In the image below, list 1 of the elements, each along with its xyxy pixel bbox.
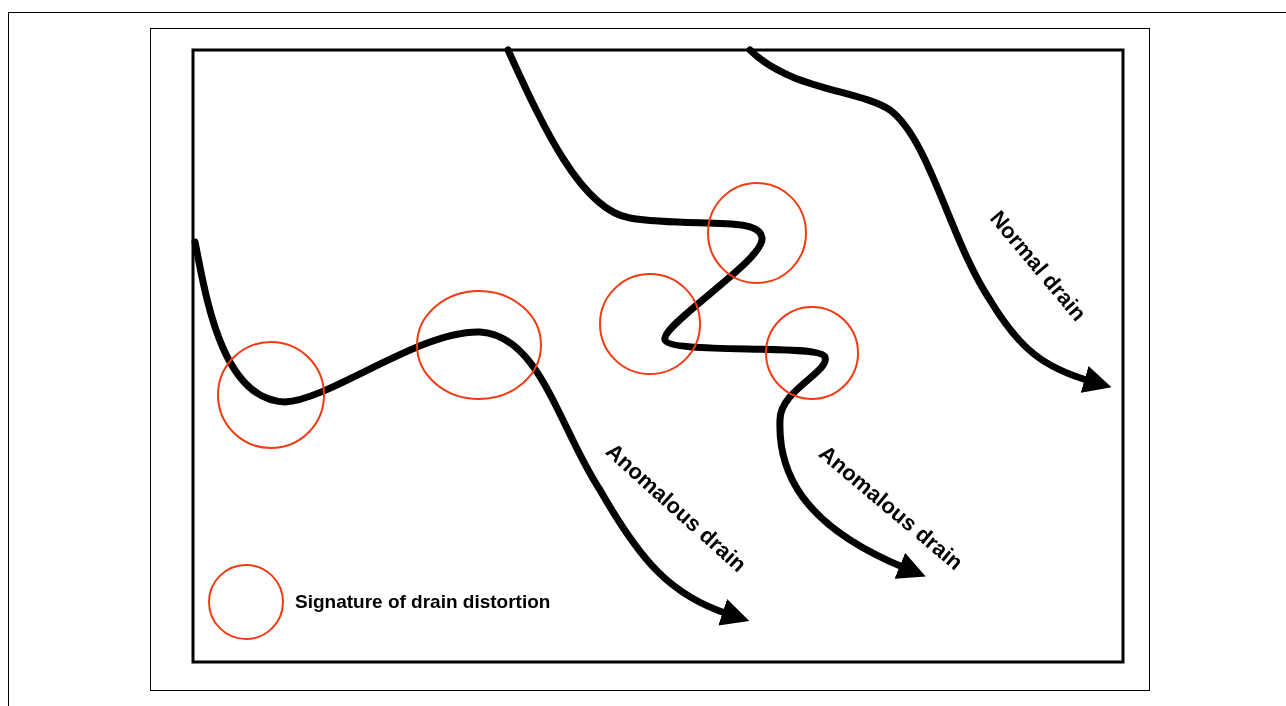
legend-text: Signature of drain distortion [295,591,551,613]
